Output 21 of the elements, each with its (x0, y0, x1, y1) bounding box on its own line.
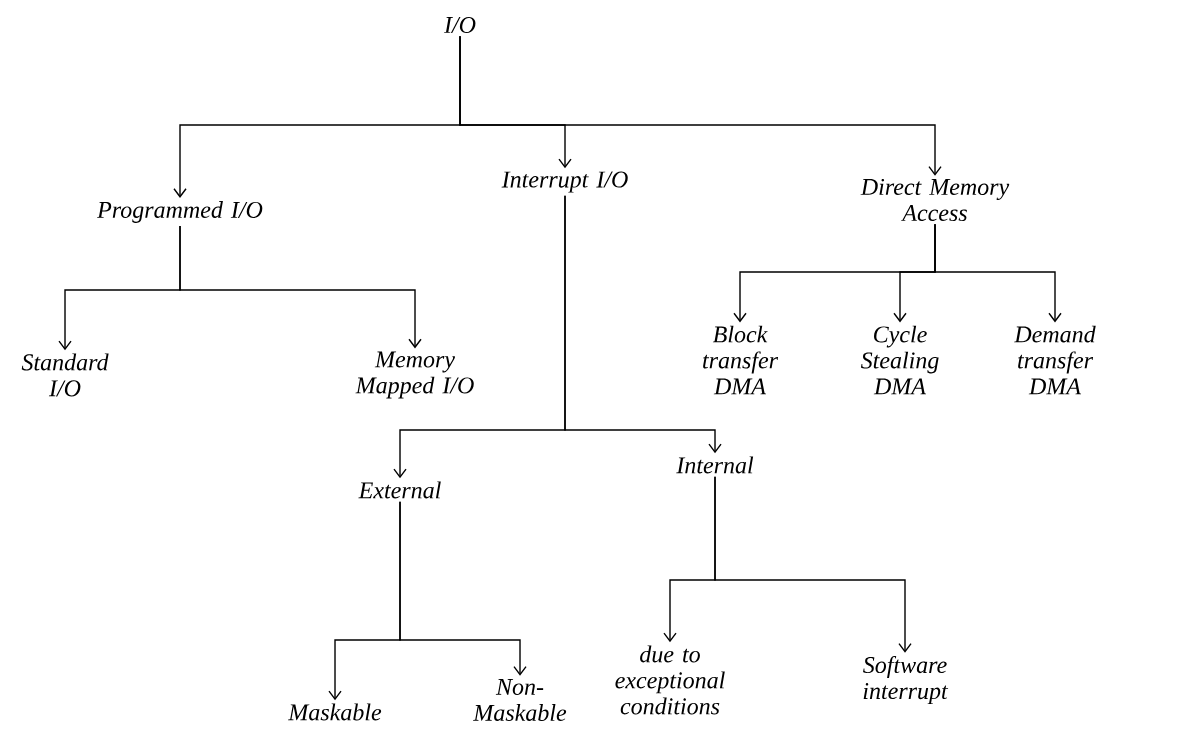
arrow (459, 35, 942, 176)
branch-label: Maskable (288, 703, 382, 721)
branch-label: due to exceptional conditions (615, 645, 725, 715)
arrow (564, 195, 722, 454)
branch-label: Interrupt I/O (501, 171, 628, 193)
branch-label: Standard I/O (21, 353, 109, 397)
branch-label: External (358, 481, 441, 499)
branch-label: Demand transfer DMA (1014, 325, 1096, 395)
branch-label: Block transfer DMA (703, 325, 779, 395)
branch-label: Memory Mapped I/O (355, 351, 474, 399)
arrow (179, 225, 422, 349)
arrow (714, 475, 912, 653)
arrow (934, 223, 1062, 323)
branch-label: Programmed I/O (97, 201, 263, 223)
branch-label: Direct Memory Access (860, 178, 1010, 222)
branch-label: Software interrupt (863, 656, 949, 704)
branch-label: I/O (443, 16, 476, 34)
arrow (399, 500, 527, 676)
branch-label: Internal (676, 456, 754, 474)
branch-label: Non-Maskable (473, 679, 567, 721)
branch-label: Cycle Stealing DMA (860, 325, 939, 395)
